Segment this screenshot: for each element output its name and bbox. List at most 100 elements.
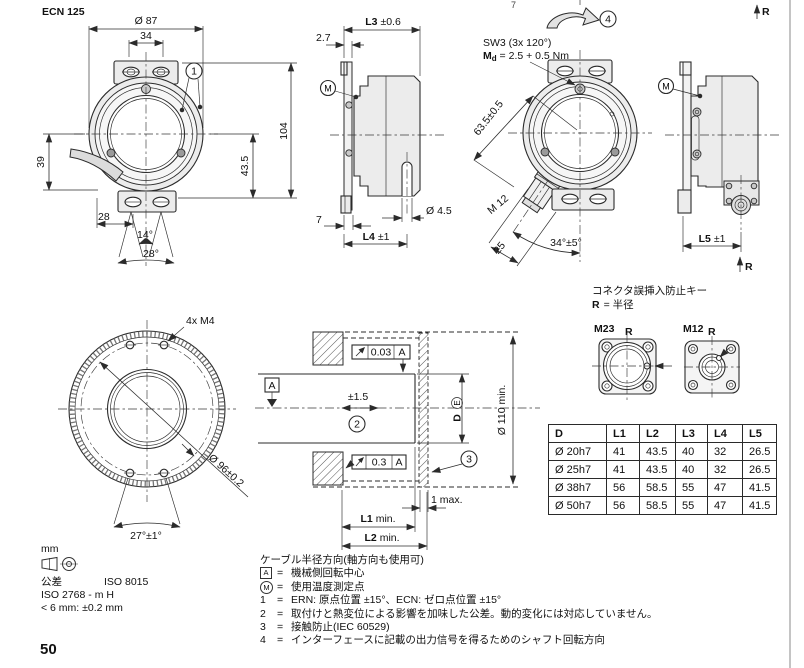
iso-8015: ISO 8015 [104, 576, 149, 588]
r-label-top: R [762, 6, 770, 18]
dim-34: 34 [140, 30, 152, 42]
dim-D: D E [451, 397, 464, 422]
side-view-left: M [319, 61, 445, 214]
col-L1: L1 [606, 424, 640, 443]
svg-text:E: E [453, 400, 462, 405]
mounting-flange-plate [343, 61, 353, 211]
svg-text:3: 3 [466, 454, 472, 466]
col-L5: L5 [742, 424, 777, 443]
table-header-row: D L1 L2 L3 L4 L5 [548, 424, 777, 443]
dim-39: 39 [35, 156, 47, 168]
col-L3: L3 [675, 424, 708, 443]
rotation-direction-icon [546, 7, 600, 29]
side-view-right-dimensions: L5±1 R R [682, 4, 770, 273]
m12-thread-label: M 12 [485, 193, 511, 217]
m12-r-label: R [708, 326, 716, 338]
dim-63-5: 63.5±0.5 [471, 98, 506, 138]
dim-96: Ø 96±0.2 [206, 452, 246, 490]
shaft [258, 373, 416, 444]
outer-circle [68, 330, 226, 488]
callout-2 [348, 415, 366, 433]
col-L2: L2 [639, 424, 676, 443]
screw-right [176, 148, 186, 158]
dim-25: 25 [491, 240, 508, 257]
dim-1-5: ±1.5 [348, 391, 369, 403]
datum-triangle [267, 399, 277, 407]
cover-plate [418, 332, 429, 488]
torque-label: Md = 2.5 + 0.5 Nm [483, 50, 569, 63]
svg-text:A: A [398, 347, 405, 359]
projection-method-icon [41, 556, 78, 572]
tolerance-label: 公差 [41, 576, 62, 588]
m23-r-label: R [625, 326, 633, 338]
dim-34deg: 34°±5° [550, 237, 582, 249]
mounting-flange-plate [682, 61, 692, 211]
dim-104: 104 [278, 122, 290, 140]
svg-text:0.3: 0.3 [372, 457, 387, 469]
m4-label: 4x M4 [186, 315, 215, 327]
front-view-dimensions: Ø 87 34 1 104 43.5 39 28 14° 28° [35, 15, 297, 265]
cable-exit-pin [401, 161, 413, 196]
temp-measuring-point-symbol [319, 79, 337, 97]
dim-2-7: 2.7 [316, 32, 331, 44]
m23-flange-view [592, 333, 672, 401]
temp-measuring-point-symbol [657, 77, 675, 95]
svg-text:0.03: 0.03 [371, 347, 392, 359]
fcf-runout-03: 0.3 A [345, 454, 407, 470]
boxed-a-icon: A [260, 567, 272, 580]
svg-text:A: A [395, 457, 402, 469]
r-label-bottom: R [745, 261, 753, 273]
tolerance-block: mm 公差 ISO 8015 ISO 2768 - m H < 6 mm: ±0… [41, 543, 148, 615]
page-number: 50 [40, 641, 57, 658]
units-label: mm [41, 543, 59, 555]
mount-view [508, 50, 652, 262]
note-item: 4 = インターフェースに記載の出力信号を得るためのシャフト回転方向 [260, 634, 605, 647]
encoder-body [690, 75, 759, 188]
callout-3 [460, 450, 478, 468]
svg-text:4: 4 [605, 14, 611, 26]
col-D: D [548, 424, 607, 443]
front-view [69, 52, 218, 266]
dim-7: 7 [316, 214, 322, 226]
dim-1max: 1 max. [431, 494, 463, 506]
dim-L3: L3±0.6 [365, 16, 401, 28]
col-L4: L4 [707, 424, 743, 443]
screw-left [106, 148, 116, 158]
sw3-label: SW3 (3x 120°) [483, 37, 551, 49]
stray-top-text: 7 [511, 0, 516, 10]
dim-4-5: Ø 4.5 [426, 205, 452, 217]
svg-text:D: D [452, 414, 464, 422]
radius-legend: R= 半径 [592, 298, 634, 311]
rear-view: 4x M4 Ø 96±0.2 27°±1° [58, 315, 249, 542]
m12-flange-view [684, 336, 740, 398]
dim-27deg: 27°±1° [130, 530, 162, 542]
page-title: ECN 125 [42, 6, 85, 18]
fcf-runout-003: 0.03 A [351, 344, 411, 373]
connector-key-section: コネクタ誤挿入防止キー R= 半径 M23 R M12 R [592, 284, 740, 401]
side-view-right: M [657, 61, 782, 230]
svg-text:M: M [324, 84, 332, 94]
notes-block: ケーブル半径方向(軸方向も使用可) A = 機械側回転中心 M = 使用温度測定… [260, 554, 658, 648]
dim-L4: L4±1 [363, 231, 390, 243]
svg-text:2: 2 [354, 419, 360, 431]
m23-label: M23 [594, 323, 615, 335]
note-cable: ケーブル半径方向(軸方向も使用可) [260, 554, 424, 566]
note-item: 2 = 取付けと熱変位による影響を加味した公差。動的変化には対応していません。 [260, 607, 658, 620]
section-view: A ±1.5 2 0.03 A 0.3 A 3 D E Ø 110 min [255, 331, 540, 550]
svg-text:M: M [662, 82, 670, 92]
dim-28deg: 28° [143, 248, 159, 260]
side-view-left-dimensions: L3±0.6 2.7 7 Ø 4.5 L4±1 [316, 16, 452, 248]
iso-2768: ISO 2768 - m H [41, 589, 114, 601]
callout-4 [599, 10, 617, 28]
svg-text:A: A [268, 380, 275, 392]
bearing-block-bottom [312, 451, 344, 486]
